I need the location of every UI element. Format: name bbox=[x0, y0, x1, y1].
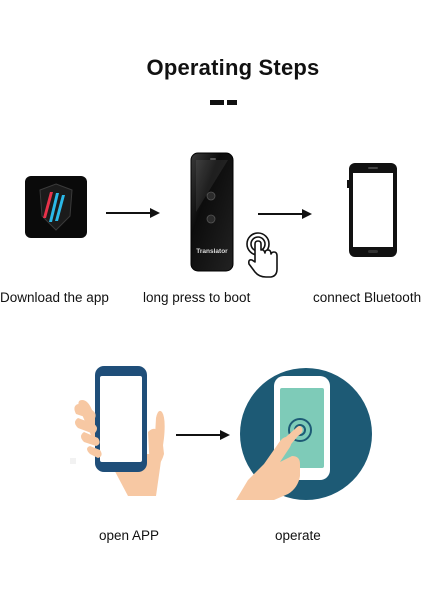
page-title: Operating Steps bbox=[146, 55, 320, 80]
press-hand-icon bbox=[246, 232, 278, 278]
step-label-boot: long press to boot bbox=[143, 290, 251, 305]
title-underline-dash-short bbox=[227, 100, 237, 105]
arrow-right-icon bbox=[106, 208, 160, 218]
smartphone-icon bbox=[347, 163, 397, 257]
arrow-right-icon bbox=[176, 430, 230, 440]
translator-device-label: Translator bbox=[196, 248, 228, 255]
app-icon bbox=[25, 176, 87, 238]
step-label-operate: operate bbox=[275, 528, 321, 543]
arrow-right-icon bbox=[258, 209, 312, 219]
step-label-bluetooth: connect Bluetooth bbox=[313, 290, 422, 305]
title-underline-dash bbox=[210, 100, 224, 105]
step-label-download: Download the app bbox=[0, 290, 109, 305]
step-label-open-app: open APP bbox=[99, 528, 160, 543]
operate-phone-icon bbox=[236, 368, 372, 500]
translator-device-icon bbox=[190, 152, 234, 272]
hand-holding-phone-icon bbox=[70, 366, 165, 496]
